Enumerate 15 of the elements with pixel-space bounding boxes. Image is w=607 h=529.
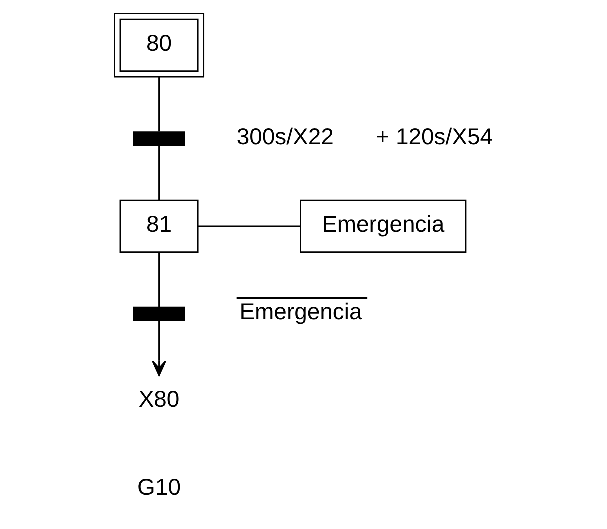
connector [158, 78, 160, 132]
connector [158, 145, 160, 200]
node-text: X80 [138, 386, 180, 412]
connector [198, 226, 300, 228]
label: G10 [137, 474, 180, 500]
node-bar [132, 306, 185, 322]
node-box: 80 [114, 13, 204, 78]
connector [158, 252, 160, 308]
node-box: 81 [119, 200, 198, 253]
node-label: 300s/X22 [236, 123, 334, 150]
arrow [152, 320, 166, 376]
node-box: Emergencia [300, 200, 466, 253]
node-bar [132, 132, 185, 146]
node-label: + 120s/X54 [376, 123, 493, 150]
node-label: Emergencia [239, 298, 362, 325]
